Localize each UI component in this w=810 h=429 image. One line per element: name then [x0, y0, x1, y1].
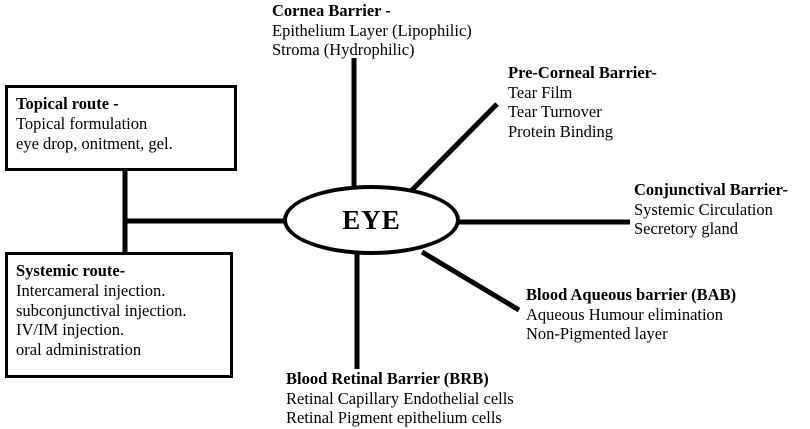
pre-corneal-barrier-line-3: Protein Binding	[508, 121, 613, 141]
topical-route-line-1: Topical formulation	[16, 113, 148, 133]
conjunctival-barrier-line-2: Secretory gland	[634, 219, 739, 239]
conjunctival-barrier-line-1: Systemic Circulation	[634, 199, 773, 219]
topical-route-heading: Topical route -	[16, 94, 119, 113]
eye-label: EYE	[342, 204, 401, 235]
blood-aqueous-barrier-line-2: Non-Pigmented layer	[526, 324, 668, 344]
cornea-barrier-line-2: Stroma (Hydrophilic)	[272, 40, 415, 60]
blood-retinal-barrier-line-1: Retinal Capillary Endothelial cells	[286, 388, 514, 408]
pre-corneal-barrier-line-2: Tear Turnover	[508, 102, 602, 122]
systemic-route-line-1: Intercameral injection.	[16, 280, 166, 300]
cornea-barrier-heading: Cornea Barrier -	[272, 1, 391, 20]
blood-aqueous-barrier-heading: Blood Aqueous barrier (BAB)	[526, 285, 737, 304]
pre-corneal-barrier-heading: Pre-Corneal Barrier-	[508, 63, 657, 82]
cornea-barrier-label: Cornea Barrier - Epithelium Layer (Lipop…	[272, 1, 472, 60]
cornea-barrier-line-1: Epithelium Layer (Lipophilic)	[272, 20, 472, 40]
systemic-route-line-4: oral administration	[16, 340, 142, 360]
conjunctival-barrier-label: Conjunctival Barrier- Systemic Circulati…	[634, 180, 788, 239]
conjunctival-barrier-heading: Conjunctival Barrier-	[634, 180, 788, 199]
blood-retinal-barrier-label: Blood Retinal Barrier (BRB) Retinal Capi…	[286, 369, 514, 428]
blood-retinal-barrier-line-2: Retinal Pigment epithelium cells	[286, 408, 502, 428]
systemic-route-line-2: subconjunctival injection.	[16, 300, 187, 320]
systemic-route-box: Systemic route- Intercameral injection. …	[5, 252, 233, 378]
topical-route-box: Topical route - Topical formulation eye …	[5, 85, 237, 171]
systemic-route-heading: Systemic route-	[16, 261, 126, 280]
pre-corneal-barrier-line-1: Tear Film	[508, 82, 573, 102]
blood-aqueous-barrier-label: Blood Aqueous barrier (BAB) Aqueous Humo…	[526, 285, 736, 344]
connector-pre-corneal	[409, 102, 499, 193]
topical-route-line-2: eye drop, onitment, gel.	[16, 133, 173, 153]
blood-retinal-barrier-heading: Blood Retinal Barrier (BRB)	[286, 369, 489, 388]
blood-aqueous-barrier-line-1: Aqueous Humour elimination	[526, 304, 724, 324]
pre-corneal-barrier-label: Pre-Corneal Barrier- Tear Film Tear Turn…	[508, 63, 657, 141]
systemic-route-line-3: IV/IM injection.	[16, 320, 125, 340]
connector-blood-aqueous	[420, 249, 521, 313]
